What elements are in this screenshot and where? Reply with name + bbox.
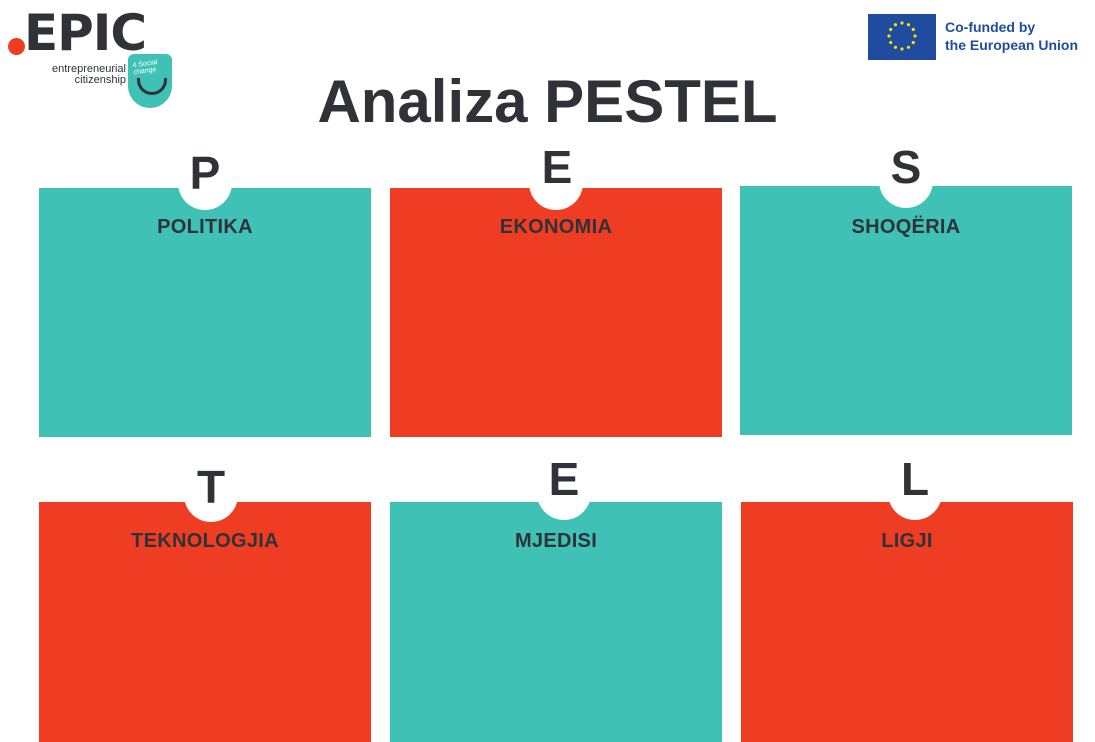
letter-tab [529, 156, 583, 210]
logo-wordmark: EPIC [24, 4, 147, 62]
pestel-card-teknologjia: T TEKNOLOGJIA [39, 460, 371, 742]
card-label: MJEDISI [514, 530, 598, 552]
card-letter: L [900, 453, 930, 505]
eu-cofunded-text: Co-funded by the European Union [945, 18, 1078, 54]
card-letter: E [548, 453, 580, 505]
logo-dot-icon [8, 38, 25, 55]
eu-stars-icon [868, 14, 936, 60]
card-panel [741, 502, 1073, 742]
letter-tab [178, 156, 232, 210]
eu-flag-icon [868, 14, 936, 60]
pestel-card-ligji: L LIGJI [741, 453, 1073, 742]
card-panel [740, 186, 1072, 435]
pestel-card-mjedisi: E MJEDISI [390, 453, 722, 742]
card-panel [39, 188, 371, 437]
card-label: LIGJI [881, 530, 933, 552]
epic-logo: EPIC entrepreneurial citizenship 4 Socia… [6, 8, 196, 108]
card-label: EKONOMIA [499, 216, 613, 238]
card-letter: P [189, 147, 221, 199]
letter-tab [537, 466, 591, 520]
pestel-card-shoqeria: S SHOQËRIA [740, 141, 1072, 435]
card-letter: T [196, 461, 226, 513]
card-panel [390, 188, 722, 437]
card-panel [39, 502, 371, 742]
eu-line2: the European Union [945, 37, 1078, 53]
eu-line1: Co-funded by [945, 19, 1036, 35]
logo-badge: 4 Social change [128, 54, 172, 108]
logo-subtitle-line1: entrepreneurial [52, 63, 126, 75]
card-label: TEKNOLOGJIA [131, 530, 279, 552]
card-label: SHOQËRIA [851, 216, 961, 238]
page-title: Analiza PESTEL [317, 68, 778, 135]
letter-tab [184, 468, 238, 522]
logo-subtitle-line2: citizenship [74, 74, 126, 86]
eu-cofunded-logo: Co-funded by the European Union [868, 14, 1094, 64]
letter-tab [888, 466, 942, 520]
letter-tab [879, 154, 933, 208]
card-label: POLITIKA [157, 216, 253, 238]
card-panel [390, 502, 722, 742]
card-letter: E [541, 141, 573, 193]
logo-subtitle: entrepreneurial citizenship [26, 64, 126, 86]
pestel-card-ekonomia: E EKONOMIA [390, 141, 722, 437]
smile-icon [137, 78, 167, 95]
pestel-card-politika: P POLITIKA [39, 146, 371, 437]
card-letter: S [890, 141, 922, 193]
